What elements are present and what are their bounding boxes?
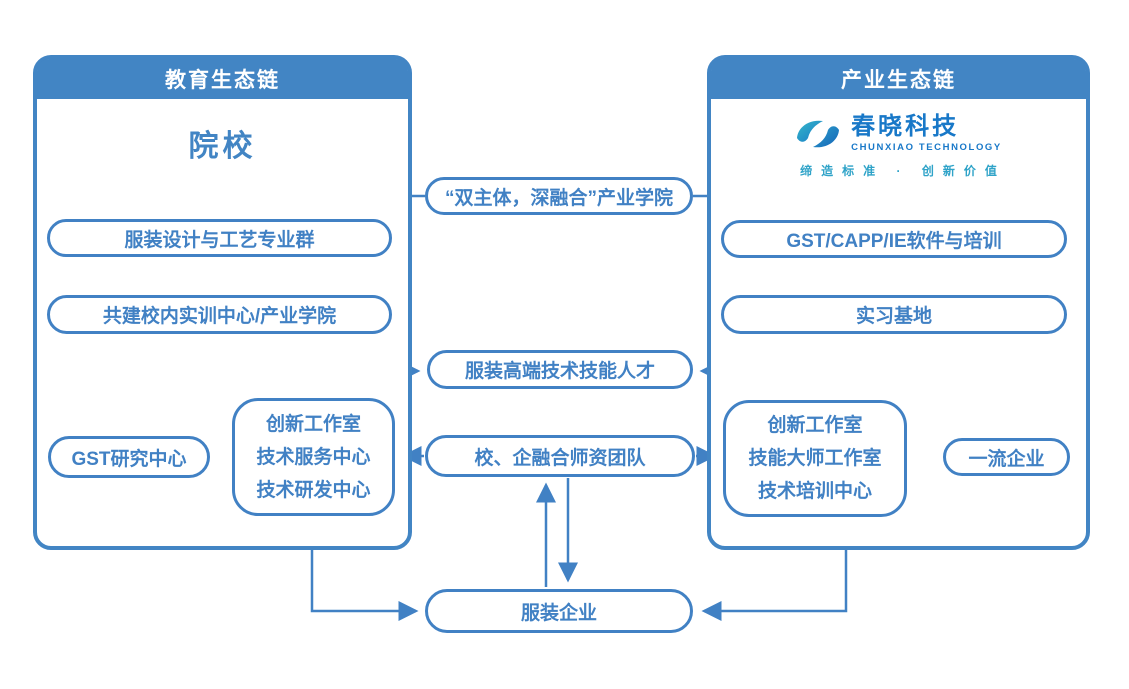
node-talent: 服装高端技术技能人才 bbox=[427, 350, 693, 389]
node-internship-base: 实习基地 bbox=[721, 295, 1067, 334]
chunxiao-logo: 春晓科技 CHUNXIAO TECHNOLOGY 缔造标准 · 创新价值 bbox=[711, 114, 1086, 179]
logo-subtitle: CHUNXIAO TECHNOLOGY bbox=[851, 142, 1002, 153]
right-center-line-1: 创新工作室 bbox=[767, 415, 863, 436]
education-chain-header: 教育生态链 bbox=[37, 59, 408, 99]
left-center-line-1: 创新工作室 bbox=[265, 413, 361, 435]
logo-tagline: 缔造标准 · 创新价值 bbox=[800, 164, 1006, 178]
node-software-training: GST/CAPP/IE软件与培训 bbox=[721, 220, 1067, 258]
left-center-line-2: 技术服务中心 bbox=[256, 446, 371, 468]
node-top-enterprise: 一流企业 bbox=[943, 438, 1070, 476]
school-title: 院校 bbox=[188, 130, 257, 163]
industry-chain-header: 产业生态链 bbox=[711, 59, 1086, 99]
chunxiao-logo-icon bbox=[797, 120, 840, 147]
node-right-center-group: 创新工作室 技能大师工作室 技术培训中心 bbox=[723, 400, 907, 517]
right-center-line-2: 技能大师工作室 bbox=[748, 448, 882, 469]
node-training-center: 共建校内实训中心/产业学院 bbox=[47, 295, 392, 334]
logo-name: 春晓科技 bbox=[851, 113, 960, 140]
node-garment-enterprise: 服装企业 bbox=[425, 589, 693, 633]
node-gst-research-center: GST研究中心 bbox=[48, 436, 210, 478]
node-industry-college: “双主体，深融合”产业学院 bbox=[425, 177, 693, 215]
right-center-line-3: 技术培训中心 bbox=[757, 481, 872, 502]
node-left-center-group: 创新工作室 技术服务中心 技术研发中心 bbox=[232, 398, 395, 516]
node-major-group: 服装设计与工艺专业群 bbox=[47, 219, 392, 257]
node-teacher-team: 校、企融合师资团队 bbox=[425, 435, 695, 477]
left-center-line-3: 技术研发中心 bbox=[256, 479, 371, 501]
